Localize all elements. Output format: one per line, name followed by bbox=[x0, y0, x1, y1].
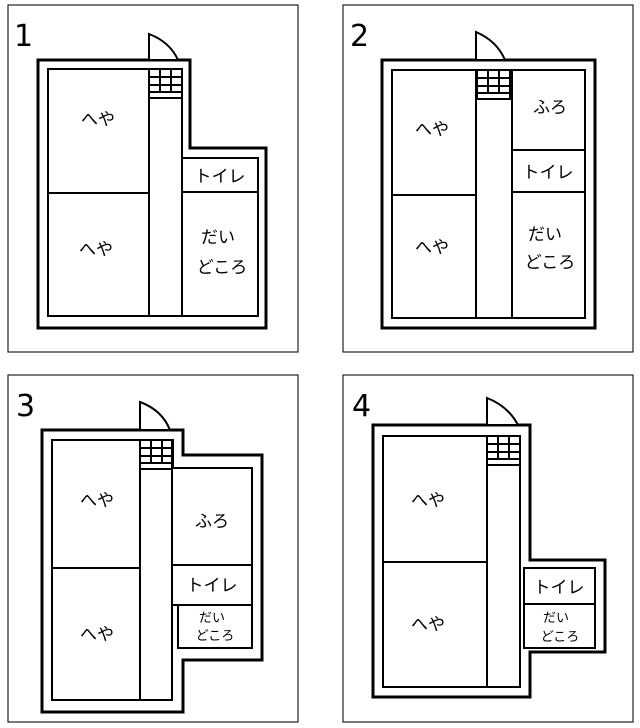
bath-room bbox=[511, 69, 586, 151]
kitchen-label-line2: どころ bbox=[196, 629, 235, 644]
kitchen-label-line1: だい bbox=[199, 611, 225, 626]
kitchen-label-line2: どころ bbox=[525, 253, 576, 273]
room-b-label: へや bbox=[79, 240, 113, 260]
floor-plan-1: 1 へや へや トイレ だい どころ bbox=[7, 4, 299, 353]
outer-wall bbox=[40, 428, 264, 714]
corridor bbox=[486, 435, 521, 688]
bath-label: ふろ bbox=[195, 512, 229, 532]
kitchen-label-line1: だい bbox=[201, 228, 235, 248]
room-b bbox=[51, 567, 141, 701]
kitchen-room bbox=[181, 191, 259, 317]
room-a bbox=[51, 439, 141, 569]
room-a bbox=[47, 68, 150, 194]
outer-wall bbox=[36, 58, 268, 330]
toilet-label: トイレ bbox=[195, 167, 246, 187]
toilet-label: トイレ bbox=[534, 578, 585, 598]
panel-number: 1 bbox=[14, 19, 33, 54]
room-a-label: へや bbox=[80, 491, 114, 511]
panel-frame bbox=[342, 4, 634, 353]
door-swing-icon bbox=[486, 396, 520, 426]
toilet-label: トイレ bbox=[187, 576, 238, 596]
kitchen-room bbox=[177, 604, 253, 649]
room-b-label: へや bbox=[415, 238, 449, 258]
outer-wall bbox=[371, 423, 607, 699]
room-b-label: へや bbox=[411, 615, 445, 635]
kitchen-room bbox=[523, 603, 596, 649]
room-a-label: へや bbox=[81, 110, 115, 130]
corridor bbox=[475, 69, 513, 319]
toilet-label: トイレ bbox=[523, 163, 574, 183]
panel-number: 4 bbox=[352, 389, 371, 424]
toilet-room bbox=[511, 149, 586, 193]
toilet-room bbox=[171, 564, 253, 606]
room-a-label: へや bbox=[411, 491, 445, 511]
room-a bbox=[382, 435, 488, 563]
door-swing-icon bbox=[475, 30, 507, 61]
floor-plan-2: 2 へや へや ふろ トイレ だい どころ bbox=[342, 4, 634, 353]
room-a bbox=[391, 69, 477, 196]
door-swing-icon bbox=[139, 400, 172, 431]
door-swing-icon bbox=[148, 32, 180, 61]
corridor bbox=[139, 439, 173, 701]
panel-number: 2 bbox=[350, 19, 369, 54]
room-b bbox=[382, 561, 488, 688]
floor-plan-3: 3 へや へや ふろ トイレ だい どころ bbox=[7, 374, 299, 723]
room-b-label: へや bbox=[80, 625, 114, 645]
corridor bbox=[148, 68, 183, 317]
kitchen-label-line1: だい bbox=[543, 611, 569, 626]
kitchen-label-line2: どころ bbox=[541, 630, 580, 645]
panel-frame bbox=[7, 4, 299, 353]
kitchen-room bbox=[511, 191, 586, 319]
panel-number: 3 bbox=[16, 389, 35, 424]
floor-plan-4: 4 へや へや トイレ だい どころ bbox=[342, 374, 634, 723]
kitchen-label-line1: だい bbox=[528, 225, 562, 245]
room-a-label: へや bbox=[415, 120, 449, 140]
panel-frame bbox=[7, 374, 299, 723]
panel-frame bbox=[342, 374, 634, 723]
kitchen-label-line2: どころ bbox=[197, 258, 248, 278]
room-b bbox=[47, 192, 150, 317]
toilet-room bbox=[181, 157, 259, 193]
bath-label: ふろ bbox=[533, 98, 567, 118]
